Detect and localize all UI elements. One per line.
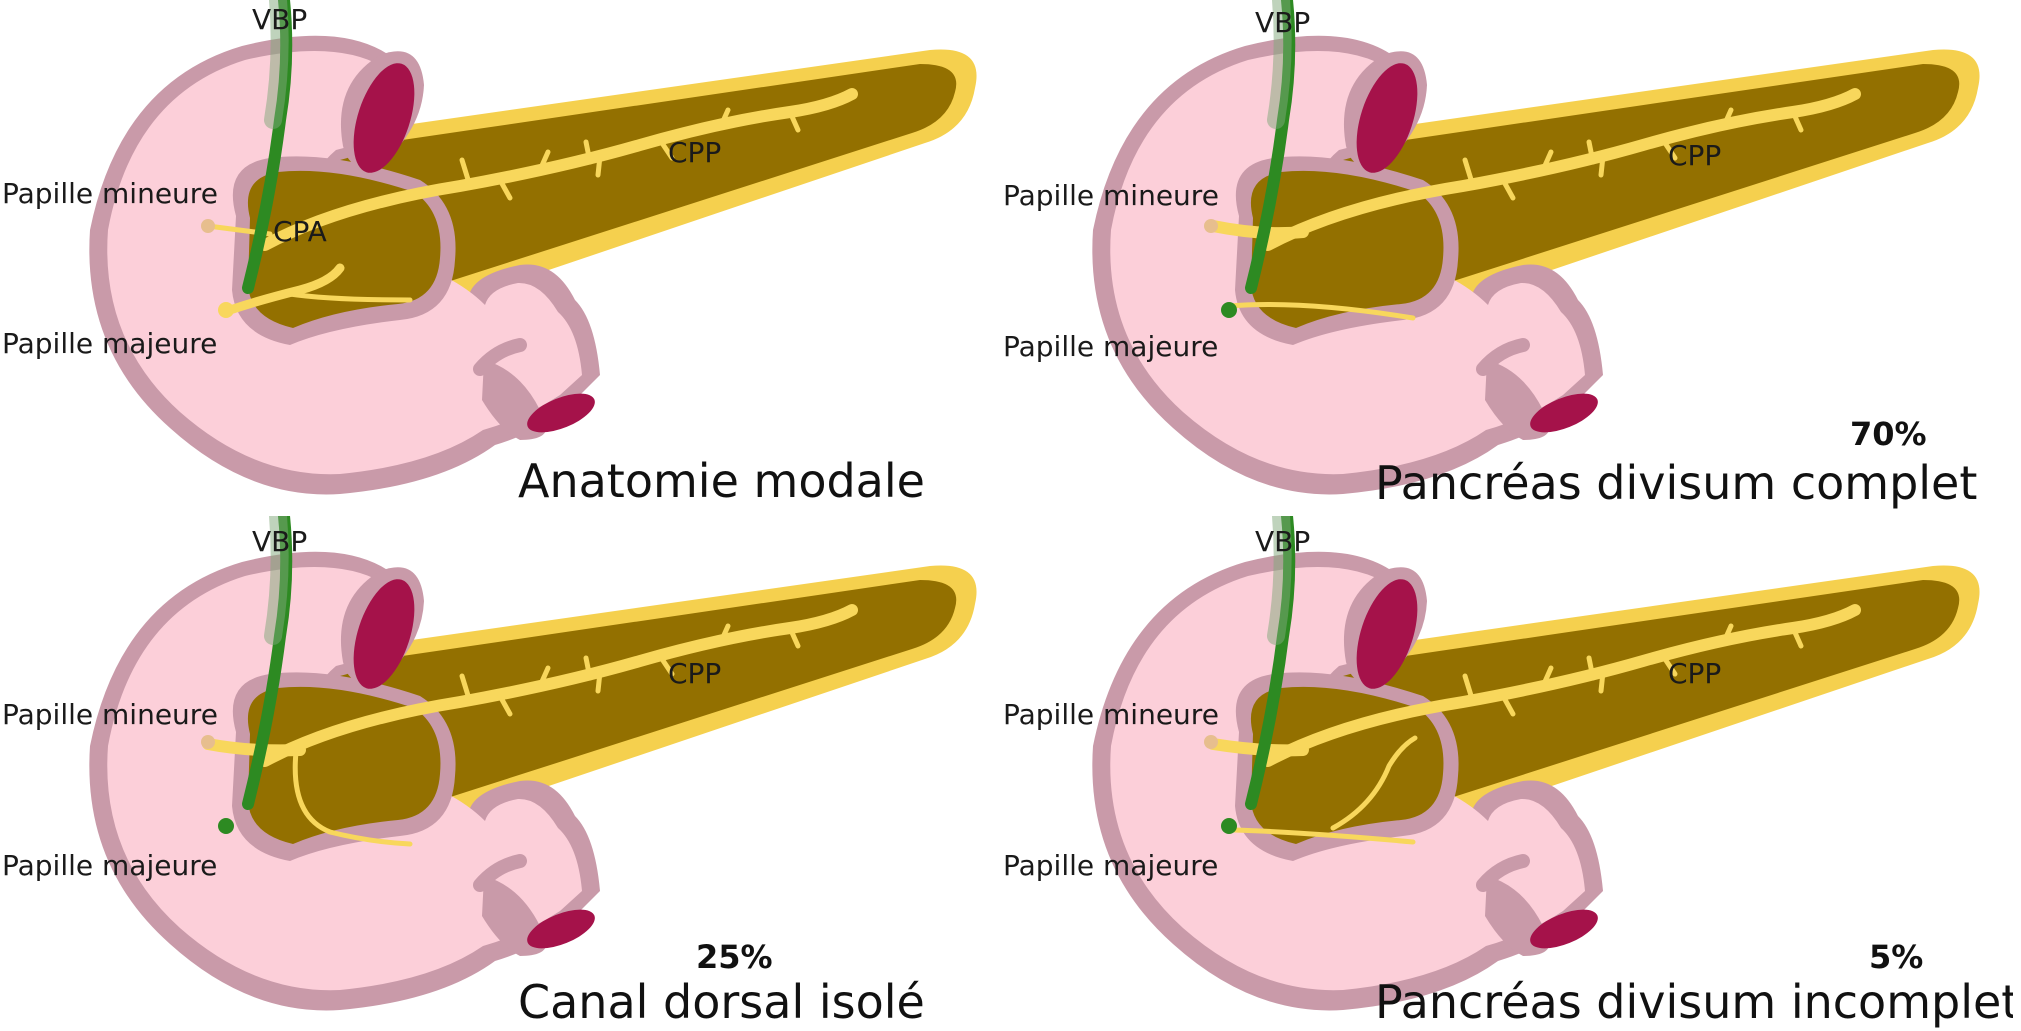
minor-papilla [201,219,215,233]
papille-majeure-label: Papille majeure [1003,330,1219,363]
papille-mineure-label: Papille mineure [2,698,218,731]
duodenal-ridge [1476,854,1530,892]
duct-branch [1540,149,1554,173]
duct-branch [1462,673,1476,705]
duodenal-ridge [473,338,527,376]
duodenal-lumen-lower [1530,393,1598,433]
duct-branch [1586,139,1596,165]
duodenal-ridge [1476,338,1530,376]
papille-majeure-label: Papille majeure [1003,849,1219,882]
vbp-label: VBP [1255,525,1311,558]
duct-branch [657,653,675,677]
ventral-branch [292,749,413,847]
prevalence-percent: 5% [1869,938,1924,976]
papille-mineure-label: Papille mineure [2,177,218,210]
duct-branch [1500,693,1516,717]
duct-branch [1540,665,1554,689]
duct-branch [1660,137,1678,161]
bile-duct-shadow [264,0,289,129]
minor-papilla [1204,735,1218,749]
papille-mineure-label: Papille mineure [1003,179,1219,212]
vbp-label: VBP [252,525,308,558]
panel-canal-dorsal-isole: VBP CPP Papille mineure Papille majeure … [0,516,1010,1031]
duct-branch [1462,157,1476,189]
major-papilla [1221,302,1237,318]
duct-branch [1720,623,1734,647]
duct-branch [1790,625,1804,649]
duct-branch [595,669,603,694]
pancreas-illustration [1092,516,1980,1011]
bile-duct-shadow [1267,516,1292,645]
panel-pancreas-divisum-complet: VBP CPP Papille mineure Papille majeure … [1003,0,2013,515]
ventral-duct [1230,827,1416,845]
duct-branch [537,665,551,689]
duct-branch [1598,153,1606,178]
panel-pancreas-divisum-incomplet: VBP CPP Papille mineure Papille majeure … [1003,516,2013,1031]
papille-majeure-label: Papille majeure [2,849,218,882]
minor-papilla [201,735,215,749]
cpp-label: CPP [668,136,722,169]
bile-duct-shadow [1267,0,1292,129]
ventral-duct [287,291,413,303]
duct-branch [583,655,593,681]
duodenal-lumen-upper [1356,63,1418,173]
duodenal-lumen-upper [353,579,415,689]
duct-branch [583,139,593,165]
duct-branch [459,157,473,189]
duct-branch [1500,177,1516,201]
duct-branch [717,107,731,131]
duct-branch [717,623,731,647]
panel-title: Pancréas divisum complet [1375,456,1978,510]
pancreas-illustration [89,0,977,495]
minor-papilla [1204,219,1218,233]
duodenal-ridge [473,854,527,892]
ventral-duct [1226,302,1416,321]
panel-title: Canal dorsal isolé [518,975,925,1029]
pancreas-illustration [1092,0,1980,495]
cpp-label: CPP [1668,139,1722,172]
panel-title: Pancréas divisum incomplet [1375,975,2013,1029]
major-papilla [218,818,234,834]
duct-branch [1598,669,1606,694]
bile-duct-shadow [264,516,289,645]
duct-branch [1660,653,1678,677]
communicating-branch [1330,735,1418,831]
duct-branch [537,149,551,173]
cpa-label: CPA [273,215,327,248]
duodenal-lumen-upper [1356,579,1418,689]
major-papilla [1221,818,1237,834]
duct-branch [787,109,801,133]
duodenal-lumen-upper [353,63,415,173]
duct-branch [497,177,513,201]
cpp-label: CPP [1668,657,1722,690]
duct-branch [1720,107,1734,131]
panel-title: Anatomie modale [518,454,925,508]
panel-anatomie-modale: VBP CPP CPA Papille mineure Papille maje… [0,0,1010,515]
pancreas-head [1250,170,1444,328]
duct-branch [497,693,513,717]
duct-branch [657,137,675,161]
pancreas-illustration [89,516,977,1011]
pancreas-head [1250,686,1444,844]
duodenal-lumen-lower [1530,909,1598,949]
duct-branch [459,673,473,705]
duodenal-lumen-lower [527,393,595,433]
duct-branch [787,625,801,649]
vbp-label: VBP [252,3,308,36]
papille-mineure-label: Papille mineure [1003,698,1219,731]
duodenal-lumen-lower [527,909,595,949]
prevalence-percent: 70% [1850,415,1927,453]
vbp-label: VBP [1255,6,1311,39]
papille-majeure-label: Papille majeure [2,327,218,360]
ventral-duct [225,263,345,315]
pancreas-head [247,686,441,844]
prevalence-percent: 25% [696,938,773,976]
major-papilla [218,302,234,318]
cpp-label: CPP [668,657,722,690]
duct-branch [1586,655,1596,681]
duct-branch [1790,109,1804,133]
duct-branch [595,153,603,178]
